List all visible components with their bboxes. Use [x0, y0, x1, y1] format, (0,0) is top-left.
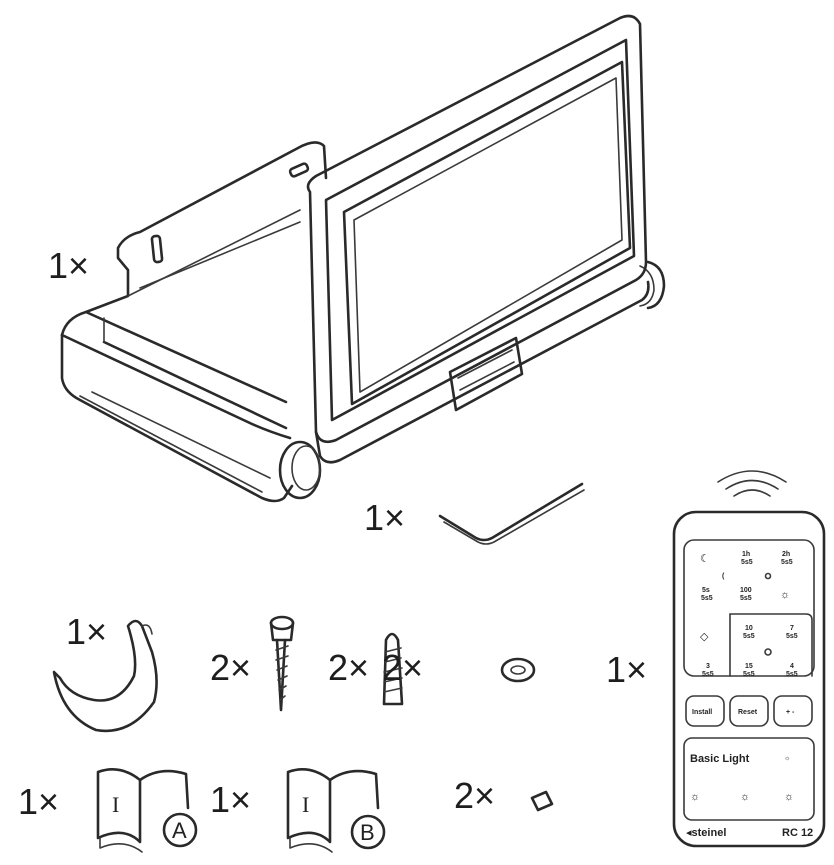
- manual-a: I A: [96, 768, 198, 853]
- svg-text:5s5: 5s5: [702, 671, 714, 678]
- svg-text:5s5: 5s5: [740, 595, 752, 602]
- svg-text:5s5: 5s5: [781, 559, 793, 566]
- sun-icon: ☼: [780, 589, 790, 601]
- svg-text:I: I: [112, 792, 119, 817]
- plus-minus-button[interactable]: [773, 695, 813, 727]
- svg-text:(: (: [722, 573, 725, 580]
- remote-button-2h[interactable]: 2h: [782, 551, 790, 558]
- svg-text:I: I: [302, 792, 309, 817]
- remote-button-5s[interactable]: 5s: [702, 587, 710, 594]
- light-mid-icon[interactable]: ☼: [740, 791, 750, 803]
- svg-text:5s5: 5s5: [743, 671, 755, 678]
- qty-anchors-b: 2×: [382, 647, 423, 688]
- svg-text:5s5: 5s5: [786, 671, 798, 678]
- remote-button-15[interactable]: 15: [745, 663, 753, 670]
- signal-icon: [717, 470, 787, 497]
- arrow-icon: ◇: [700, 631, 709, 643]
- qty-cover-clip: 1×: [66, 611, 107, 652]
- qty-screws: 2×: [210, 647, 251, 688]
- light-dim-icon[interactable]: ☼: [690, 791, 700, 803]
- moon-icon: ☾: [700, 553, 710, 565]
- manual-a-badge: [162, 812, 198, 848]
- svg-text:5s5: 5s5: [786, 633, 798, 640]
- manual-b-badge: [350, 814, 386, 850]
- grub-screw: [530, 790, 554, 812]
- svg-text:5s5: 5s5: [741, 559, 753, 566]
- washer: [500, 657, 536, 683]
- qty-manual-a: 1×: [18, 781, 59, 822]
- remote-button-10[interactable]: 10: [745, 625, 753, 632]
- hex-key: [438, 482, 585, 545]
- qty-remote: 1×: [606, 649, 647, 690]
- basic-light-label: Basic Light: [690, 753, 750, 765]
- svg-text:5s5: 5s5: [743, 633, 755, 640]
- remote-control: ☾ 1h 5s5 2h 5s5 ( 5s 5s5 100 5s5 ☼ ◇ 10 …: [672, 470, 826, 848]
- svg-text:B: B: [360, 820, 375, 845]
- svg-text:5s5: 5s5: [701, 595, 713, 602]
- remote-button-1h[interactable]: 1h: [742, 551, 750, 558]
- remote-button-100[interactable]: 100: [740, 587, 752, 594]
- remote-button-4[interactable]: 4: [790, 663, 794, 670]
- install-button[interactable]: [685, 695, 725, 727]
- qty-grub: 2×: [454, 775, 495, 816]
- remote-model: RC 12: [782, 827, 813, 839]
- qty-hex-key: 1×: [364, 497, 405, 538]
- svg-text:+ -: + -: [786, 709, 795, 716]
- display-unit: [60, 14, 666, 503]
- screw: [269, 615, 295, 712]
- qty-anchors-a: 2×: [328, 647, 369, 688]
- manual-b: I B: [286, 768, 386, 853]
- reset-button[interactable]: [729, 695, 769, 727]
- svg-text:A: A: [172, 818, 187, 843]
- wall-anchor: [382, 632, 404, 706]
- svg-text:Install: Install: [692, 709, 712, 716]
- light-max-icon[interactable]: ☼: [784, 791, 794, 803]
- remote-button-3[interactable]: 3: [706, 663, 710, 670]
- svg-text:☼: ☼: [784, 755, 790, 762]
- qty-manual-b: 1×: [210, 779, 251, 820]
- remote-brand: ◂steinel: [686, 827, 726, 839]
- qty-display-unit: 1×: [48, 245, 89, 286]
- remote-button-7[interactable]: 7: [790, 625, 794, 632]
- cover-clip: [52, 619, 158, 733]
- svg-text:Reset: Reset: [738, 709, 758, 716]
